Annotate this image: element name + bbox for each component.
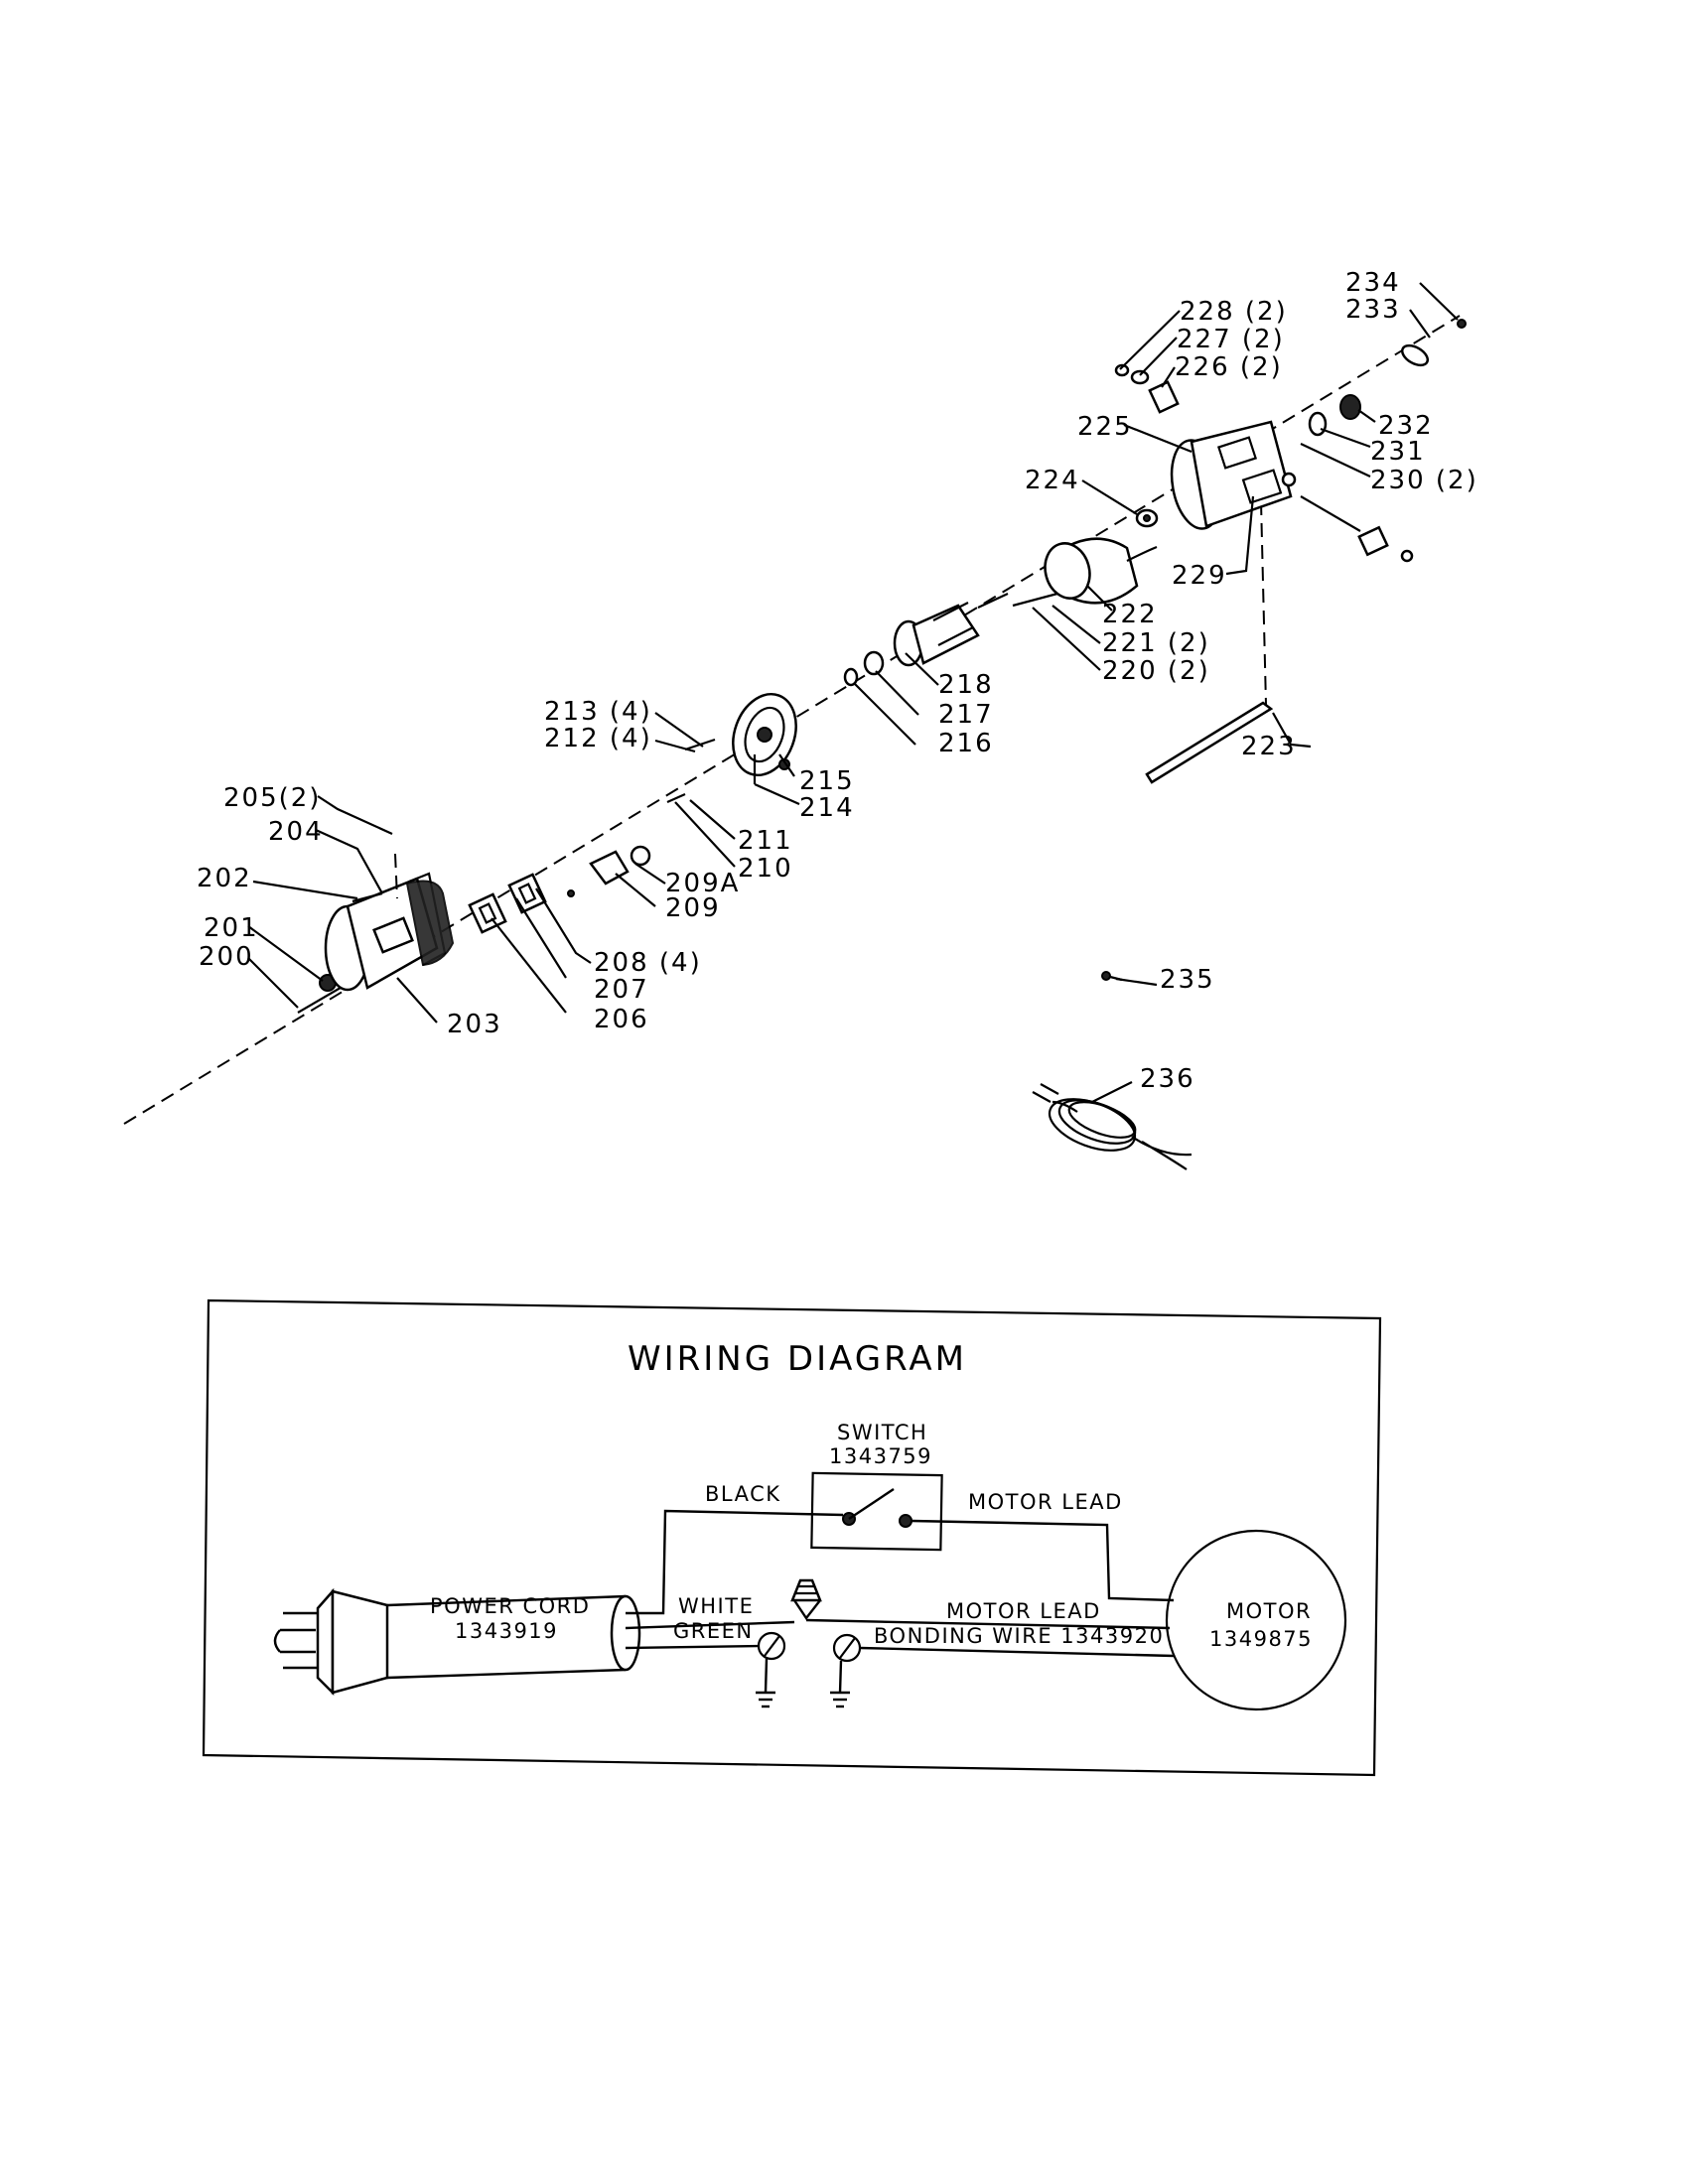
- part-233-clip: [1400, 343, 1430, 367]
- part-234-screw: [1457, 319, 1467, 329]
- label-236: 236: [1140, 1064, 1195, 1094]
- part-220-221: [1012, 592, 1058, 608]
- label-213: 213 (4): [544, 697, 652, 727]
- black-label: BLACK: [705, 1482, 781, 1506]
- motor-lead-top: [911, 1519, 1175, 1602]
- label-229: 229: [1172, 561, 1227, 591]
- label-231: 231: [1370, 437, 1426, 467]
- label-201: 201: [204, 913, 259, 943]
- black-wire: [626, 1509, 844, 1615]
- ground-symbol-left: [756, 1658, 775, 1708]
- part-223-key: [1145, 701, 1274, 784]
- label-227: 227 (2): [1177, 325, 1285, 354]
- ground-screw-left: [757, 1631, 786, 1661]
- white-label: WHITE: [678, 1594, 754, 1618]
- white-wire: [625, 1620, 795, 1630]
- switch-number: 1343759: [829, 1444, 932, 1468]
- label-233: 233: [1345, 295, 1401, 325]
- label-224: 224: [1025, 466, 1080, 495]
- green-label: GREEN: [673, 1619, 754, 1643]
- bonding-wire-label: BONDING WIRE 1343920: [874, 1624, 1164, 1648]
- part-228-fitting: [1114, 363, 1130, 377]
- label-218: 218: [938, 670, 994, 700]
- power-cord-label: POWER CORD: [430, 1594, 590, 1618]
- label-215: 215: [799, 766, 855, 796]
- power-cord-number: 1343919: [455, 1619, 558, 1643]
- part-205-guide: [394, 853, 398, 899]
- part-215-baffle: [732, 692, 797, 784]
- label-232: 232: [1378, 411, 1434, 441]
- label-206: 206: [594, 1005, 649, 1034]
- part-209a-screw: [630, 845, 651, 867]
- label-208: 208 (4): [594, 948, 702, 978]
- part-203-housing: [324, 872, 455, 992]
- label-204: 204: [268, 817, 324, 847]
- part-236-cord: [1032, 1083, 1193, 1170]
- label-210: 210: [738, 854, 793, 884]
- ground-symbol-right: [830, 1660, 850, 1708]
- part-232-bearing: [1339, 394, 1361, 420]
- bonding-wire: [859, 1646, 1175, 1658]
- part-217-washer: [863, 650, 885, 676]
- label-217: 217: [938, 700, 994, 730]
- switch-lever: [848, 1488, 895, 1520]
- part-222-field: [1044, 537, 1158, 605]
- part-226-fitting: [1148, 380, 1180, 414]
- wiring-diagram: WIRING DIAGRAM POWER CORD 1343919 SWITCH…: [202, 1298, 1382, 1777]
- label-211: 211: [738, 826, 793, 856]
- label-221: 221 (2): [1102, 628, 1210, 658]
- leader-lines: [247, 282, 1459, 1103]
- power-cord-body: [386, 1594, 641, 1680]
- label-216: 216: [938, 729, 994, 758]
- part-204-screw: [351, 891, 383, 903]
- motor-lead-mid-label: MOTOR LEAD: [946, 1599, 1101, 1623]
- part-216-washer: [843, 667, 859, 687]
- label-226: 226 (2): [1175, 352, 1283, 382]
- label-202: 202: [197, 864, 252, 893]
- part-210-211-wires: [666, 792, 686, 804]
- label-235: 235: [1160, 965, 1215, 995]
- label-203: 203: [447, 1010, 502, 1039]
- wiring-diagram-frame: [202, 1298, 1382, 1777]
- label-209a: 209A: [665, 869, 740, 898]
- green-wire: [625, 1644, 761, 1650]
- label-205: 205(2): [223, 783, 321, 813]
- motor-number: 1349875: [1209, 1627, 1313, 1651]
- motor-lead-mid: [805, 1618, 1171, 1630]
- switch-box: [810, 1471, 943, 1552]
- motor-lead-top-label: MOTOR LEAD: [968, 1490, 1123, 1514]
- part-231-ring: [1308, 411, 1328, 437]
- label-230: 230 (2): [1370, 466, 1478, 495]
- part-225-endbell: [1170, 420, 1297, 530]
- label-234: 234: [1345, 268, 1401, 298]
- plug-icon: [273, 1587, 389, 1697]
- label-209: 209: [665, 893, 721, 923]
- label-200: 200: [199, 942, 254, 972]
- label-220: 220 (2): [1102, 656, 1210, 686]
- label-212: 212 (4): [544, 724, 652, 753]
- label-222: 222: [1102, 600, 1158, 629]
- label-207: 207: [594, 975, 649, 1005]
- part-227-fitting: [1130, 369, 1150, 385]
- motor-label: MOTOR: [1226, 1599, 1312, 1623]
- part-230-fitting: [1357, 525, 1389, 557]
- label-214: 214: [799, 793, 855, 823]
- part-labels: 234 233 228 (2) 227 (2) 226 (2) 232 225 …: [197, 268, 1478, 1094]
- part-206-brush: [468, 892, 507, 934]
- part-208-screw: [567, 889, 575, 897]
- label-225: 225: [1077, 412, 1133, 442]
- label-228: 228 (2): [1180, 297, 1288, 327]
- motor-circle: [1165, 1529, 1347, 1711]
- wire-nut-icon: [790, 1578, 822, 1602]
- switch-label: SWITCH: [837, 1421, 927, 1444]
- label-223: 223: [1241, 732, 1297, 761]
- part-218-armature: [893, 593, 1009, 667]
- switch-contact-right: [899, 1514, 912, 1528]
- wiring-diagram-title: WIRING DIAGRAM: [628, 1339, 967, 1379]
- key-axis: [1260, 500, 1267, 706]
- exploded-view: 234 233 228 (2) 227 (2) 226 (2) 232 225 …: [123, 268, 1478, 1170]
